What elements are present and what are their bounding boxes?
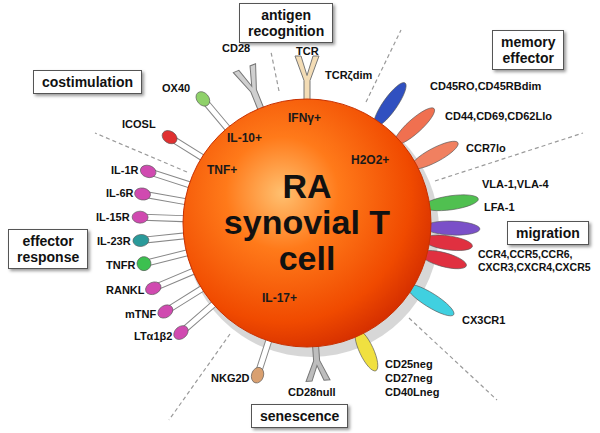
receptor-head xyxy=(160,128,180,147)
sector-divider xyxy=(435,133,583,181)
receptor-label: CCR7lo xyxy=(466,142,506,155)
receptor-label: CD40Lneg xyxy=(385,386,439,399)
cytokine-label: IL-10+ xyxy=(227,132,262,145)
receptor-label: CD27neg xyxy=(385,372,433,385)
receptor-head xyxy=(193,89,212,109)
receptor-head xyxy=(144,280,163,297)
category-box: senescence xyxy=(251,404,348,428)
receptor-label: CD28null xyxy=(288,386,336,399)
receptor-symbol xyxy=(425,220,480,236)
sector-divider xyxy=(271,52,279,91)
cytokine-label: H2O2+ xyxy=(351,154,389,167)
category-box: costimulation xyxy=(33,70,142,94)
receptor-symbol xyxy=(132,229,190,247)
receptor-label: IL-15R xyxy=(96,211,130,224)
receptor-oval xyxy=(425,220,480,236)
cytokine-label: IL-17+ xyxy=(262,292,297,305)
cytokine-label: TNF+ xyxy=(207,164,237,177)
cell-title: RA synovial T cell xyxy=(222,169,392,276)
receptor-label: VLA-1,VLA-4 xyxy=(482,178,549,191)
category-label: antigen recognition xyxy=(248,7,324,39)
receptor-label: RANKL xyxy=(106,284,145,297)
receptor-label: TCR xyxy=(296,45,319,58)
receptor-head xyxy=(132,211,148,224)
receptor-symbol xyxy=(295,56,319,105)
receptor-head xyxy=(136,255,153,272)
receptor-label: NKG2D xyxy=(211,372,250,385)
receptor-label: TNFR xyxy=(106,259,135,272)
receptor-label: IL-6R xyxy=(106,187,134,200)
receptor-label: LTα1β2 xyxy=(134,330,172,343)
receptor-label: mTNF xyxy=(125,308,156,321)
receptor-head xyxy=(132,234,149,248)
receptor-head xyxy=(155,302,175,321)
receptor-head xyxy=(249,366,265,385)
category-box: migration xyxy=(507,221,589,245)
category-label: senescence xyxy=(260,408,339,424)
receptor-label: CD28 xyxy=(222,42,250,55)
category-label: effector response xyxy=(17,233,79,265)
cell-circle: RA synovial T cell xyxy=(182,98,432,348)
category-box: effector response xyxy=(8,229,88,269)
receptor-label: LFA-1 xyxy=(484,201,515,214)
receptor-oval xyxy=(423,192,479,214)
cell-body xyxy=(183,99,431,347)
category-label: migration xyxy=(516,225,580,241)
receptor-label: IL-1R xyxy=(111,164,139,177)
receptor-label: OX40 xyxy=(162,82,190,95)
receptor-label: CD45RO,CD45RBdim xyxy=(430,80,541,93)
category-box: antigen recognition xyxy=(239,3,333,43)
receptor-symbol xyxy=(423,192,479,214)
cytokine-label: IFNγ+ xyxy=(288,112,321,125)
receptor-label: IL-23R xyxy=(97,235,131,248)
receptor-head xyxy=(171,323,191,343)
category-label: memory effector xyxy=(501,34,555,66)
receptor-head xyxy=(139,163,158,179)
receptor-label: CCR4,CCR5,CCR6, CXCR3,CXCR4,CXCR5 xyxy=(478,248,596,274)
receptors xyxy=(132,56,480,385)
receptor-label: CD25neg xyxy=(385,358,433,371)
receptor-label: CD44,CD69,CD62Llo xyxy=(445,110,552,123)
receptor-label: CX3CR1 xyxy=(462,314,505,327)
receptor-label: ICOSL xyxy=(122,118,156,131)
category-label: costimulation xyxy=(42,74,133,90)
receptor-label: TCRζdim xyxy=(325,69,372,82)
receptor-head xyxy=(134,187,152,202)
receptor-symbol xyxy=(134,187,192,209)
receptor-symbol xyxy=(132,211,189,225)
category-box: memory effector xyxy=(492,30,564,70)
receptor-y xyxy=(295,56,319,105)
